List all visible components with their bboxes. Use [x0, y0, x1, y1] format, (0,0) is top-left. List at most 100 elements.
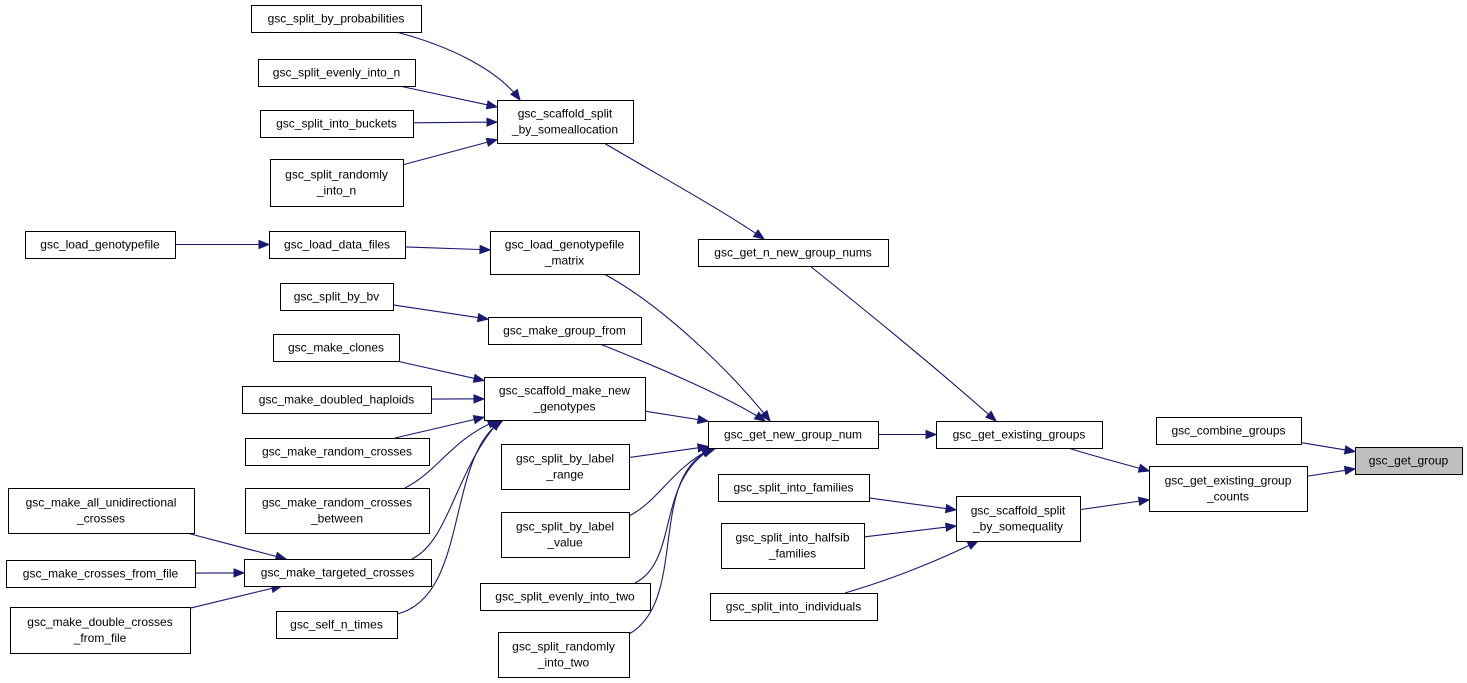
node-label: gsc_make_crosses_from_file	[23, 567, 179, 581]
node-box	[270, 159, 404, 207]
node-gsc-get-new-group-num[interactable]: gsc_get_new_group_num	[708, 421, 879, 449]
node-label: gsc_split_into_families	[733, 481, 853, 495]
node-box	[269, 231, 406, 259]
edge-n_split_prob-to-n_scaf_alloc	[395, 31, 521, 101]
node-label: gsc_split_by_bv	[294, 290, 379, 304]
node-gsc-split-evenly-into-two[interactable]: gsc_split_evenly_into_two	[480, 583, 651, 611]
node-gsc-make-clones[interactable]: gsc_make_clones	[273, 334, 400, 362]
node-box	[10, 607, 191, 654]
edge-n_all_uni-to-n_targeted	[186, 532, 287, 560]
node-gsc-split-by-label-range[interactable]: gsc_split_by_label_range	[501, 444, 630, 490]
node-gsc-get-n-new-group-nums[interactable]: gsc_get_n_new_group_nums	[698, 239, 889, 267]
edge-n_existing-to-n_existing_counts	[1067, 447, 1150, 472]
edge-n_load_geno_mat-to-n_get_new-arrowhead	[759, 409, 771, 423]
node-gsc-get-existing-group-counts[interactable]: gsc_get_existing_group_counts	[1149, 466, 1308, 512]
node-box	[276, 611, 398, 639]
node-box	[258, 59, 416, 87]
node-gsc-split-into-halfsib-families[interactable]: gsc_split_into_halfsib_families	[721, 523, 865, 569]
node-gsc-make-crosses-from-file[interactable]: gsc_make_crosses_from_file	[6, 560, 196, 588]
edge-n_split_prob-to-n_scaf_alloc-arrowhead	[509, 88, 521, 102]
node-gsc-split-randomly-into-n[interactable]: gsc_split_randomly_into_n	[270, 159, 404, 207]
node-label: gsc_split_by_probabilities	[268, 12, 405, 26]
node-gsc-combine-groups[interactable]: gsc_combine_groups	[1156, 417, 1302, 445]
node-label: _into_two	[537, 656, 590, 670]
edge-n_halfsib-to-n_scaf_eq	[863, 525, 957, 538]
edge-n_load_geno_mat-to-n_get_new	[603, 273, 771, 422]
node-label: gsc_load_data_files	[284, 238, 390, 252]
node-label: _counts	[1206, 490, 1249, 504]
node-gsc-split-evenly-into-n[interactable]: gsc_split_evenly_into_n	[258, 59, 416, 87]
node-label: _from_file	[73, 631, 127, 645]
edge-n_individuals-to-n_scaf_eq-arrowhead	[966, 540, 980, 550]
node-gsc-make-random-crosses[interactable]: gsc_make_random_crosses	[245, 438, 430, 466]
node-box	[501, 512, 630, 558]
node-gsc-make-targeted-crosses[interactable]: gsc_make_targeted_crosses	[244, 559, 432, 587]
node-label: gsc_combine_groups	[1171, 424, 1285, 438]
nodes-layer: gsc_split_by_probabilities gsc_split_even…	[6, 5, 1463, 678]
node-label: _genotypes	[532, 400, 595, 414]
node-box	[6, 560, 196, 588]
node-label: gsc_make_targeted_crosses	[261, 566, 414, 580]
edge-n_families-to-n_scaf_eq	[868, 497, 957, 511]
node-label: _matrix	[544, 254, 584, 268]
node-gsc-load-data-files[interactable]: gsc_load_data_files	[269, 231, 406, 259]
node-label: gsc_make_double_crosses	[27, 615, 172, 629]
node-gsc-self-n-times[interactable]: gsc_self_n_times	[276, 611, 398, 639]
node-label: gsc_make_all_unidirectional	[26, 496, 177, 510]
node-box	[1156, 417, 1302, 445]
node-gsc-make-group-from[interactable]: gsc_make_group_from	[488, 317, 642, 345]
node-gsc-load-genotypefile[interactable]: gsc_load_genotypefile	[25, 231, 176, 259]
node-gsc-scaffold-split-by-someallocation[interactable]: gsc_scaffold_split_by_someallocation	[497, 100, 634, 144]
node-box	[480, 583, 651, 611]
node-gsc-make-random-crosses-between[interactable]: gsc_make_random_crosses_between	[245, 488, 430, 534]
node-gsc-split-by-bv[interactable]: gsc_split_by_bv	[280, 283, 394, 311]
node-label: gsc_split_by_label	[516, 452, 614, 466]
node-label: gsc_split_into_buckets	[276, 117, 397, 131]
edge-n_dh-to-n_scaf_make-arrowhead	[473, 394, 486, 404]
edge-n_load_data-to-n_load_geno_mat	[404, 246, 491, 251]
node-label: gsc_split_by_label	[516, 520, 614, 534]
edge-n_get_n_new-to-n_existing-arrowhead	[985, 410, 998, 422]
node-gsc-split-by-label-value[interactable]: gsc_split_by_label_value	[501, 512, 630, 558]
node-box	[242, 386, 432, 414]
node-box	[1355, 447, 1463, 475]
node-label: _crosses	[76, 512, 125, 526]
node-gsc-get-existing-groups[interactable]: gsc_get_existing_groups	[936, 421, 1103, 449]
node-label: gsc_load_genotypefile	[40, 238, 160, 252]
node-box	[718, 474, 870, 502]
node-gsc-split-into-buckets[interactable]: gsc_split_into_buckets	[260, 110, 414, 138]
node-box	[708, 421, 879, 449]
node-label: gsc_get_new_group_num	[724, 428, 862, 442]
node-gsc-split-into-individuals[interactable]: gsc_split_into_individuals	[710, 593, 878, 621]
node-label: gsc_split_into_halfsib	[735, 531, 849, 545]
node-gsc-load-genotypefile-matrix[interactable]: gsc_load_genotypefile _matrix	[490, 231, 640, 275]
node-gsc-split-randomly-into-two[interactable]: gsc_split_randomly_into_two	[498, 632, 630, 678]
node-box	[260, 110, 414, 138]
edge-n_existing-to-n_existing_counts-arrowhead	[1137, 463, 1151, 473]
edge-n_halfsib-to-n_scaf_eq-arrowhead	[945, 522, 958, 532]
edge-n_combine-to-n_get_group-arrowhead	[1343, 445, 1357, 455]
node-gsc-make-all-unidirectional-crosses[interactable]: gsc_make_all_unidirectional _crosses	[8, 488, 195, 534]
node-gsc-split-by-probabilities[interactable]: gsc_split_by_probabilities	[251, 5, 422, 33]
node-gsc-make-double-crosses-from-file[interactable]: gsc_make_double_crosses _from_file	[10, 607, 191, 654]
node-box	[936, 421, 1103, 449]
edge-n_rand_two-to-n_get_new	[628, 447, 717, 635]
node-label: gsc_load_genotypefile	[505, 238, 625, 252]
edge-n_split_buckets-to-n_scaf_alloc-arrowhead	[486, 117, 499, 127]
node-box	[8, 488, 195, 534]
node-box	[273, 334, 400, 362]
edge-n_even_two-to-n_get_new	[634, 447, 714, 584]
node-box	[710, 593, 878, 621]
node-label: gsc_make_group_from	[503, 324, 626, 338]
node-gsc-get-group[interactable]: gsc_get_group	[1355, 447, 1463, 475]
edge-n_get_n_new-to-n_existing	[809, 265, 997, 422]
node-gsc-split-into-families[interactable]: gsc_split_into_families	[718, 474, 870, 502]
node-label: gsc_get_existing_groups	[953, 428, 1086, 442]
node-gsc-scaffold-split-by-somequality[interactable]: gsc_scaffold_split_by_somequality	[956, 496, 1081, 542]
node-label: gsc_make_doubled_haploids	[259, 393, 414, 407]
edge-n_dbl_cross_file-to-n_targeted	[189, 585, 282, 609]
edge-n_make_group-to-n_get_new	[599, 343, 766, 422]
node-gsc-scaffold-make-new-genotypes[interactable]: gsc_scaffold_make_new_genotypes	[484, 377, 646, 421]
node-box	[721, 523, 865, 569]
node-gsc-make-doubled-haploids[interactable]: gsc_make_doubled_haploids	[242, 386, 432, 414]
